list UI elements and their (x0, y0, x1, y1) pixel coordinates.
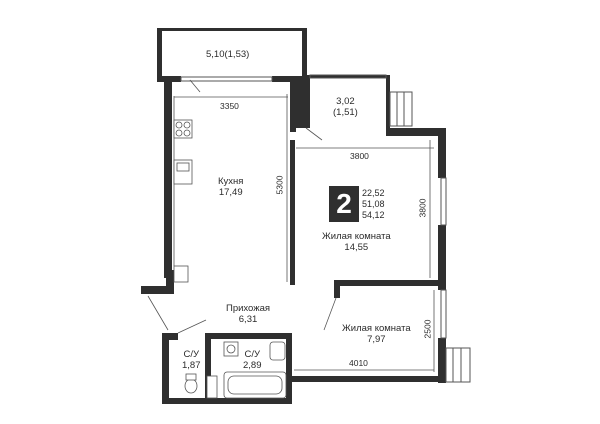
area-total: 51,08 (362, 199, 385, 209)
kitchen-label: Кухня 17,49 (218, 176, 243, 198)
small-room-height-dimension: 2500 (422, 319, 433, 339)
windows (180, 74, 471, 383)
kitchen-fixtures (173, 119, 193, 283)
door-swings (147, 79, 337, 334)
bath-large-name: С/У (244, 349, 261, 360)
loggia-area-sub: (1,51) (333, 107, 358, 118)
balcony-top-area: 5,10(1,53) (206, 49, 250, 60)
kitchen-width-dimension: 3350 (220, 101, 239, 111)
bath-small-area: 1,87 (182, 360, 201, 371)
living-width-dimension: 3800 (350, 151, 369, 161)
small-room-width-dimension: 4010 (349, 358, 368, 368)
bath-small-name: С/У (183, 349, 200, 360)
room-count-badge: 2 (329, 186, 359, 222)
walls (141, 28, 446, 404)
kitchen-name: Кухня (218, 176, 244, 187)
area-total-with-balcony: 54,12 (362, 210, 385, 220)
living-small-area: 7,97 (367, 334, 386, 345)
hallway-name: Прихожая (226, 303, 271, 314)
loggia-area-value: 3,02 (336, 96, 355, 107)
kitchen-height-dimension: 5300 (274, 175, 285, 195)
living-small-label: Жилая комната 7,97 (342, 323, 411, 345)
area-living: 22,52 (362, 188, 385, 198)
bath-large-area: 2,89 (243, 360, 262, 371)
living-small-name: Жилая комната (342, 323, 411, 334)
bath-large-label: С/У 2,89 (243, 349, 262, 371)
living-large-area: 14,55 (344, 242, 369, 253)
hallway-area: 6,31 (238, 314, 258, 325)
bath-small-label: С/У 1,87 (182, 349, 201, 371)
bathroom-fixtures (184, 341, 287, 399)
living-height-dimension: 3800 (417, 198, 428, 218)
living-large-label: Жилая комната 14,55 (322, 231, 391, 253)
hallway-label: Прихожая 6,31 (226, 303, 270, 325)
kitchen-area: 17,49 (218, 187, 243, 198)
apartment-areas: 22,52 51,08 54,12 (362, 188, 385, 221)
living-large-name: Жилая комната (322, 231, 391, 242)
loggia-area: 3,02 (1,51) (333, 96, 358, 118)
